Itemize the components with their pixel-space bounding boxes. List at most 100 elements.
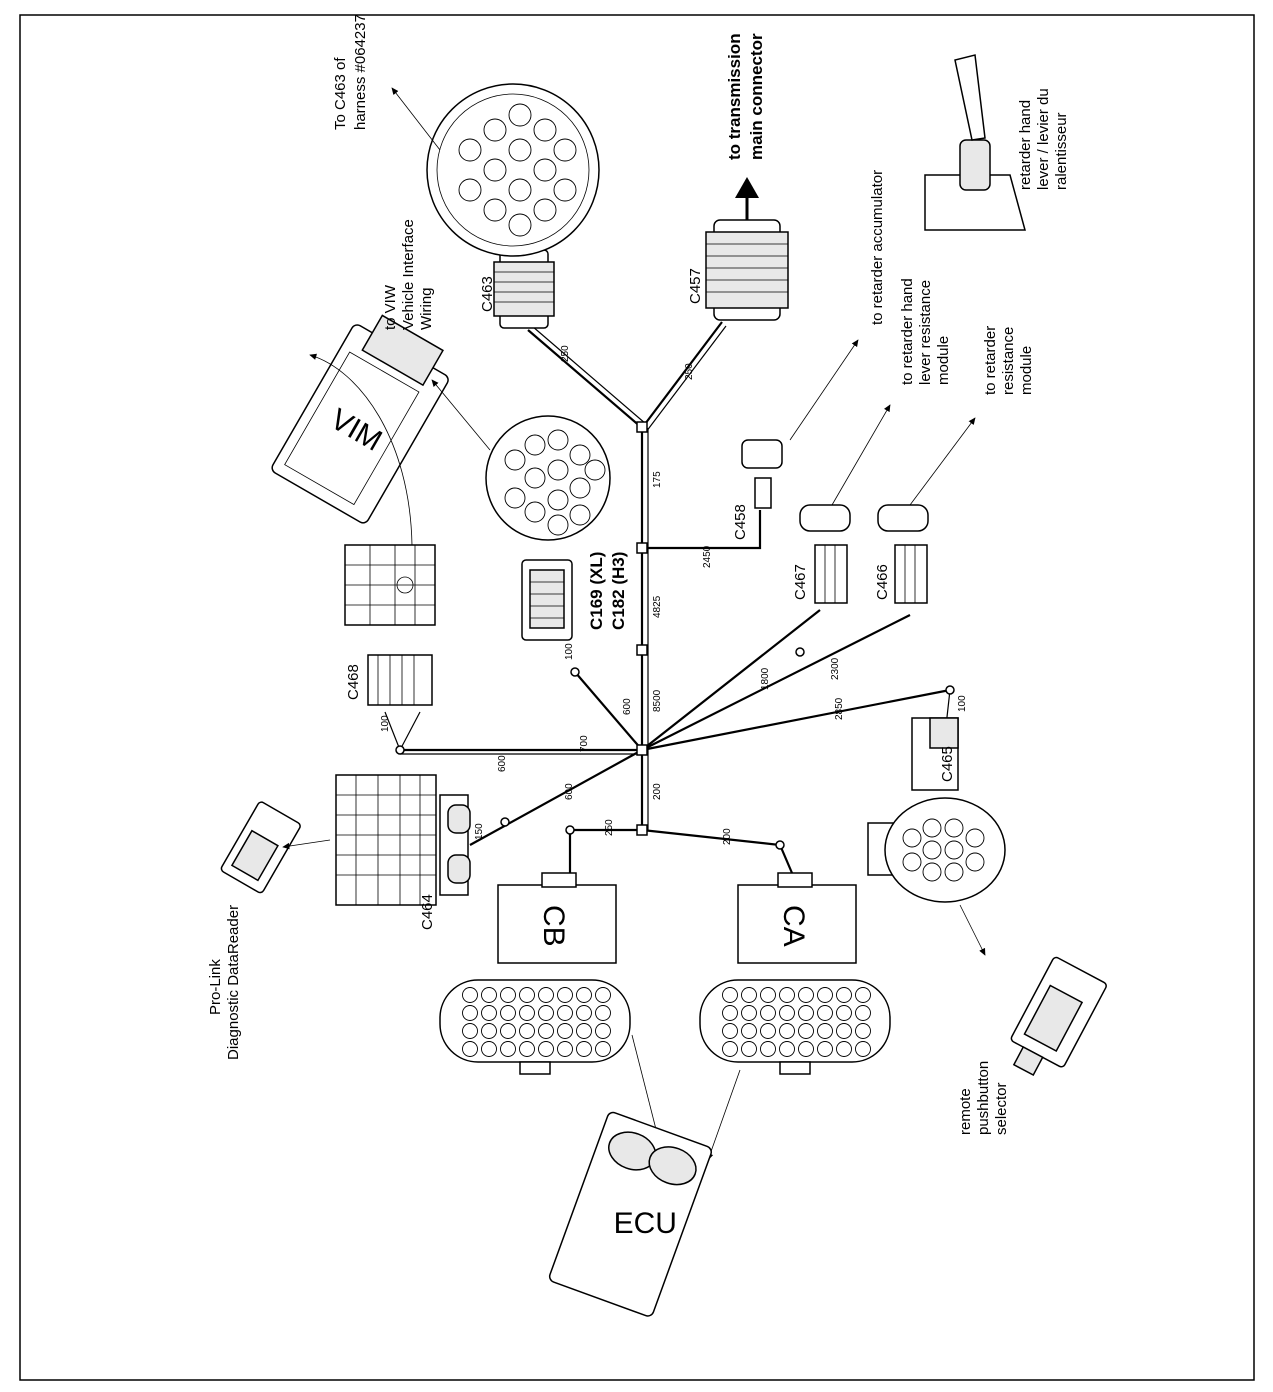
- connector-pin: [519, 1023, 535, 1039]
- connector-pin: [500, 1041, 516, 1057]
- connector-pin: [557, 1041, 573, 1057]
- remote-pushbutton-label-line2: pushbutton: [975, 1061, 992, 1135]
- connector-pin: [481, 1041, 497, 1057]
- to-retarder-accumulator-label: to retarder accumulator: [869, 170, 886, 325]
- c464-connector: C464: [335, 774, 471, 930]
- connector-pin: [817, 1023, 833, 1039]
- connector-pin: [722, 1005, 738, 1021]
- connector-pin: [836, 1041, 852, 1057]
- ecu-module: ECU: [548, 1111, 712, 1317]
- connector-pin: [779, 987, 795, 1003]
- connector-pin: [538, 987, 554, 1003]
- connector-pin: [798, 1005, 814, 1021]
- to-retarder-hand-lever-module-line3: module: [935, 336, 952, 385]
- c468-connector: C468: [345, 654, 433, 706]
- wire-length-label: 2450: [702, 545, 713, 568]
- wire-length-labels: 250 250 175 2450 4825 8500 600 600 700 6…: [380, 345, 968, 845]
- vim-module: VIM: [271, 314, 449, 524]
- to-viw-label-line3: Wiring: [418, 287, 435, 330]
- to-retarder-resistance-module-line2: resistance: [1000, 327, 1017, 395]
- wire-length-label: 100: [380, 715, 391, 732]
- c169-c182-connector: C169 (XL) C182 (H3): [521, 552, 628, 641]
- connector-pin: [576, 987, 592, 1003]
- c463-label: C463: [479, 276, 496, 312]
- remote-pushbutton-label-line3: selector: [993, 1082, 1010, 1135]
- c465-connector: C465: [911, 717, 959, 791]
- remote-pushbutton-device: [1010, 956, 1107, 1077]
- c169-label: C169 (XL): [587, 552, 606, 630]
- harness-wires: [384, 321, 951, 881]
- connector-pin: [595, 987, 611, 1003]
- connector-pin: [576, 1005, 592, 1021]
- connector-pin: [760, 1023, 776, 1039]
- c463-pin-face: [426, 83, 600, 257]
- connector-pin: [779, 1005, 795, 1021]
- wire-length-label: 200: [722, 828, 733, 845]
- connector-pin: [817, 1041, 833, 1057]
- to-viw-label-line2: Vehicle Interface: [400, 219, 417, 330]
- connector-pin: [481, 987, 497, 1003]
- to-transmission-label-line1: to transmission: [725, 33, 744, 160]
- connector-pin: [538, 1041, 554, 1057]
- c466-connector: C466: [874, 504, 929, 604]
- remote-pushbutton-label-line1: remote: [957, 1088, 974, 1135]
- connector-pin: [855, 987, 871, 1003]
- c466-label: C466: [874, 564, 891, 600]
- to-retarder-resistance-module-line3: module: [1018, 346, 1035, 395]
- connector-pin: [741, 1041, 757, 1057]
- to-retarder-hand-lever-module-line2: lever resistance: [917, 280, 934, 385]
- connector-pin: [817, 1005, 833, 1021]
- connector-pin: [462, 1005, 478, 1021]
- to-retarder-resistance-module-line1: to retarder: [982, 326, 999, 395]
- to-c463-label-line1: To C463 of: [332, 57, 349, 130]
- connector-pin: [519, 1041, 535, 1057]
- connector-pin: [836, 1023, 852, 1039]
- ca-pin-face: [699, 979, 891, 1075]
- connector-pin: [557, 1005, 573, 1021]
- diagram-border: [19, 14, 1255, 1381]
- connector-pin: [481, 1005, 497, 1021]
- to-c463-label-line2: harness #064237: [352, 14, 369, 130]
- connector-pin: [500, 1023, 516, 1039]
- to-transmission-label-line2: main connector: [747, 33, 766, 160]
- wire-length-label: 100: [564, 643, 575, 660]
- c458-label: C458: [732, 504, 749, 540]
- connector-pin: [500, 987, 516, 1003]
- retarder-hand-lever-label-line2: lever / levier du: [1035, 88, 1052, 190]
- wire-length-label: 2850: [834, 697, 845, 720]
- harness-clips: [395, 421, 955, 850]
- wire-length-label: 600: [497, 755, 508, 772]
- pro-link-label-line1: Pro-Link: [207, 959, 224, 1015]
- wire-length-label: 250: [604, 819, 615, 836]
- wire-length-label: 250: [684, 363, 695, 380]
- wire-length-label: 600: [564, 783, 575, 800]
- c457-label: C457: [687, 268, 704, 304]
- connector-pin: [798, 987, 814, 1003]
- connector-pin: [519, 987, 535, 1003]
- connector-pin: [722, 1041, 738, 1057]
- cb-pin-face: [439, 979, 631, 1075]
- c464-label: C464: [419, 894, 436, 930]
- retarder-hand-lever-label-line3: ralentisseur: [1053, 112, 1070, 190]
- wire-length-label: 100: [957, 695, 968, 712]
- ecu-label: ECU: [614, 1207, 677, 1240]
- ca-module: CA: [737, 872, 857, 964]
- connector-pin: [538, 1005, 554, 1021]
- c463-connector: C463: [479, 249, 555, 329]
- connector-pin: [836, 1005, 852, 1021]
- retarder-hand-lever: [924, 54, 1026, 231]
- wire-length-label: 2300: [830, 657, 841, 680]
- connector-pin: [741, 1005, 757, 1021]
- connector-pin: [481, 1023, 497, 1039]
- c467-connector: C467: [792, 504, 851, 604]
- remote-connector-face: [867, 797, 1006, 903]
- connector-pin: [741, 987, 757, 1003]
- connector-pin: [741, 1023, 757, 1039]
- connector-pin: [462, 1041, 478, 1057]
- wire-length-label: 250: [560, 345, 571, 362]
- wire-length-label: 8500: [652, 689, 663, 712]
- connector-pin: [760, 1005, 776, 1021]
- connector-pin: [538, 1023, 554, 1039]
- connector-pin: [722, 1023, 738, 1039]
- wire-length-label: 150: [474, 823, 485, 840]
